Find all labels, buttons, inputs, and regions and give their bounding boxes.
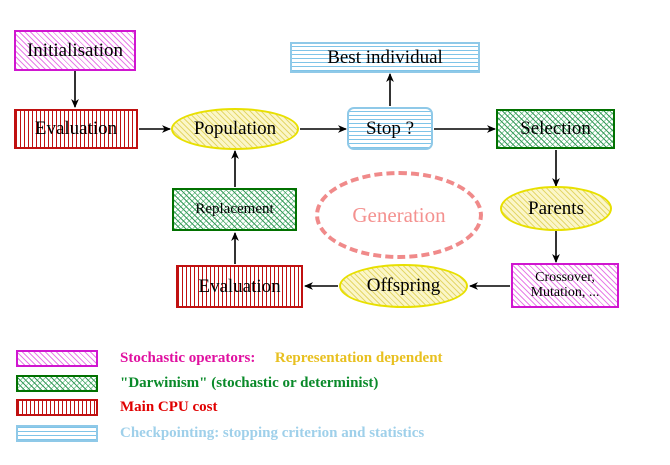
node-evaluation-bottom[interactable]: Evaluation [176,265,303,308]
legend-label-representation-dependent: Representation dependent [274,349,443,366]
node-evaluation-top[interactable]: Evaluation [14,109,138,149]
node-generation-label: Generation [352,202,446,227]
legend-label-darwinism: "Darwinism" (stochastic or determinist) [120,374,379,391]
legend-row: Stochastic operators: Representation dep… [0,346,670,370]
legend-swatch-darwinism [16,374,98,392]
node-parents[interactable]: Parents [500,186,612,231]
node-variation[interactable]: Crossover, Mutation, ... [511,263,619,308]
node-variation-line1: Crossover, [535,269,595,285]
legend-swatch-stochastic-operators [16,349,98,367]
node-stop[interactable]: Stop ? [347,107,433,150]
node-offspring-label: Offspring [366,275,441,297]
legend: Stochastic operators: Representation dep… [0,340,670,465]
node-stop-label: Stop ? [365,117,415,139]
legend-label-stochastic-operators: Stochastic operators: [120,349,256,366]
node-parents-label: Parents [528,197,584,219]
node-evaluation-top-label: Evaluation [34,118,118,140]
node-generation-boundary: Generation [315,171,483,259]
node-initialisation[interactable]: Initialisation [14,30,136,71]
node-selection-label: Selection [520,118,591,140]
node-replacement[interactable]: Replacement [172,188,297,231]
legend-swatch-main-cpu-cost [16,398,98,416]
node-offspring[interactable]: Offspring [339,264,468,308]
node-best-individual[interactable]: Best individual [290,42,480,73]
legend-row: Main CPU cost [0,395,670,419]
legend-label-main-cpu-cost: Main CPU cost [120,398,218,415]
node-best-individual-label: Best individual [327,46,443,68]
legend-swatch-checkpointing [16,424,98,442]
legend-row: Checkpointing: stopping criterion and st… [0,421,670,445]
node-population[interactable]: Population [171,108,299,150]
legend-label-checkpointing: Checkpointing: stopping criterion and st… [120,424,425,441]
node-replacement-label: Replacement [195,200,274,217]
node-initialisation-label: Initialisation [26,39,124,61]
legend-row: "Darwinism" (stochastic or determinist) [0,371,670,395]
node-evaluation-bottom-label: Evaluation [198,275,281,297]
node-population-label: Population [193,118,277,140]
node-variation-line2: Mutation, ... [530,284,600,300]
node-selection[interactable]: Selection [496,109,615,149]
